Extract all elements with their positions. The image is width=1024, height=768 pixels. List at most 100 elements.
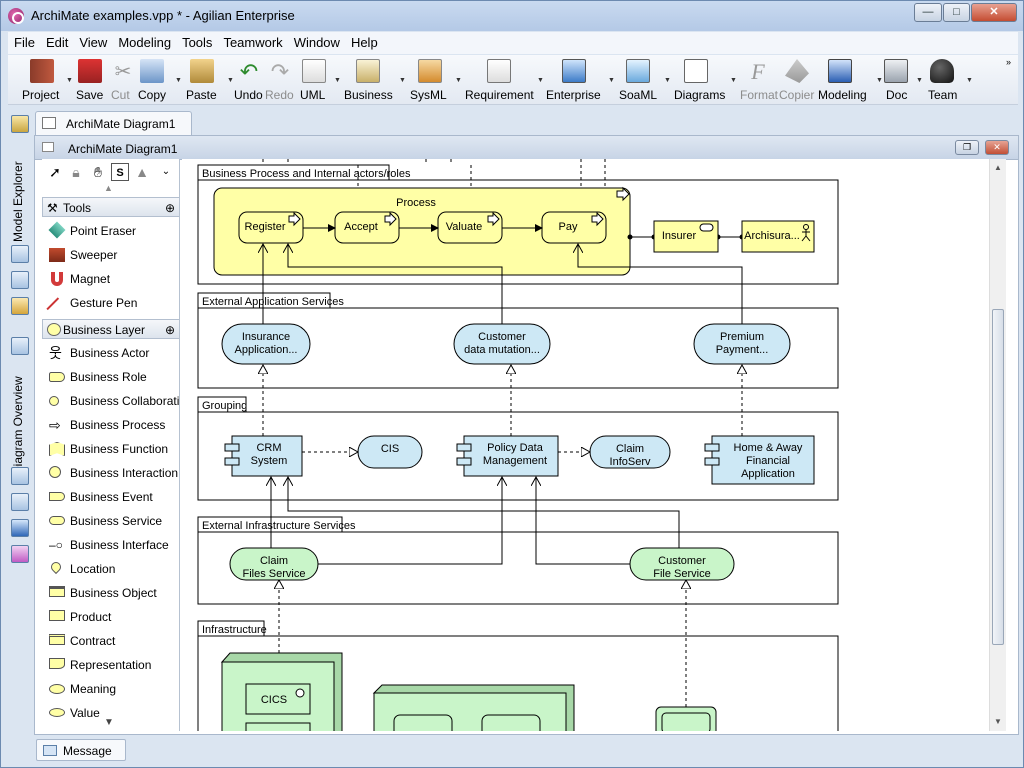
palette-item-magnet[interactable]: Magnet: [42, 267, 179, 291]
palette-item-product[interactable]: Product: [42, 605, 179, 629]
infra-service-claim-files[interactable]: Claim Files Service: [229, 547, 319, 581]
project-dropdown-arrow[interactable]: ▼: [66, 77, 73, 84]
side-icon-4[interactable]: [11, 467, 29, 485]
infra-device[interactable]: [655, 706, 717, 731]
save-button[interactable]: Save: [74, 55, 106, 105]
model-explorer-tab[interactable]: Model Explorer: [11, 161, 25, 243]
requirement-button[interactable]: ▼ Requirement: [465, 55, 545, 105]
menu-file[interactable]: File: [14, 35, 35, 50]
enterprise-button[interactable]: ▼ Enterprise: [546, 55, 615, 105]
palette-section-business-layer[interactable]: Business Layer ⊕: [42, 319, 179, 339]
business-dropdown-arrow[interactable]: ▼: [399, 77, 406, 84]
infra-node-unix-cluster[interactable]: [372, 684, 575, 731]
menu-help[interactable]: Help: [350, 35, 378, 50]
app-service-cis[interactable]: CIS: [357, 435, 423, 469]
scrollbar-thumb[interactable]: [992, 309, 1004, 645]
copier-button[interactable]: Copier: [778, 55, 816, 105]
palette-item-business-actor[interactable]: 웃 Business Actor: [42, 341, 179, 365]
process-container[interactable]: Process: [213, 186, 631, 276]
undo-button[interactable]: ↶ Undo: [234, 55, 264, 105]
app-service-premium-payment[interactable]: Premium Payment...: [693, 323, 791, 365]
diagram-overview-icon[interactable]: [11, 337, 29, 355]
uml-button[interactable]: ▼ UML: [298, 55, 341, 105]
menu-edit[interactable]: Edit: [45, 35, 69, 50]
paste-dropdown-arrow[interactable]: ▼: [227, 77, 234, 84]
palette-item-business-interaction[interactable]: Business Interaction: [42, 461, 179, 485]
minimize-button[interactable]: —: [914, 3, 942, 22]
uml-dropdown-arrow[interactable]: ▼: [334, 77, 341, 84]
palette-section-tools[interactable]: ⚒ Tools ⊕: [42, 197, 179, 217]
sysml-button[interactable]: ▼ SysML: [409, 55, 462, 105]
menu-view[interactable]: View: [79, 35, 108, 50]
side-icon-7[interactable]: [11, 545, 29, 563]
palette-item-gesture-pen[interactable]: Gesture Pen: [42, 291, 179, 319]
palette-item-business-interface[interactable]: –○ Business Interface: [42, 533, 179, 557]
tab-archimate-diagram1[interactable]: ArchiMate Diagram1: [35, 111, 192, 135]
maximize-button[interactable]: □: [943, 3, 970, 22]
team-button[interactable]: ▼ Team: [926, 55, 976, 105]
process-register[interactable]: Register: [238, 211, 304, 244]
palette-item-meaning[interactable]: Meaning: [42, 677, 179, 701]
side-icon-1[interactable]: [11, 245, 29, 263]
side-icon-6[interactable]: [11, 519, 29, 537]
paste-button[interactable]: ▼ Paste: [184, 55, 234, 105]
palette-item-business-object[interactable]: Business Object: [42, 581, 179, 605]
message-tab[interactable]: Message: [36, 739, 126, 761]
app-service-claim-infoserv[interactable]: Claim InfoServ: [589, 435, 671, 469]
project-button[interactable]: ▼ Project: [16, 55, 73, 105]
palette-item-business-service[interactable]: Business Service: [42, 509, 179, 533]
pin-icon[interactable]: ⊕: [164, 201, 175, 215]
side-icon-5[interactable]: [11, 493, 29, 511]
team-dropdown-arrow[interactable]: ▼: [966, 77, 973, 84]
redo-button[interactable]: ↷ Redo: [265, 55, 295, 105]
palette-item-business-role[interactable]: Business Role: [42, 365, 179, 389]
palette-item-representation[interactable]: Representation: [42, 653, 179, 677]
doc-button[interactable]: ▼ Doc: [882, 55, 926, 105]
side-icon-3[interactable]: [11, 297, 29, 315]
process-valuate[interactable]: Valuate: [437, 211, 503, 244]
pin-icon[interactable]: ⊕: [164, 323, 175, 337]
model-explorer-icon[interactable]: [11, 115, 29, 133]
sysml-dropdown-arrow[interactable]: ▼: [455, 77, 462, 84]
selector-icon[interactable]: ➚: [49, 164, 61, 180]
diagrams-dropdown-arrow[interactable]: ▼: [730, 77, 737, 84]
business-button[interactable]: ▼ Business: [344, 55, 406, 105]
cut-button[interactable]: ✂ Cut: [111, 55, 133, 105]
format-button[interactable]: F Format: [739, 55, 778, 105]
palette-item-business-collaboration[interactable]: Business Collaboration: [42, 389, 179, 413]
app-component-policy-data-management[interactable]: Policy Data Management: [456, 435, 559, 477]
side-icon-2[interactable]: [11, 271, 29, 289]
palette-item-business-event[interactable]: Business Event: [42, 485, 179, 509]
app-service-customer-data-mutation[interactable]: Customer data mutation...: [453, 323, 551, 365]
app-component-crm-system[interactable]: CRM System: [224, 435, 303, 477]
modeling-button[interactable]: ▼ Modeling: [818, 55, 883, 105]
palette-item-business-process[interactable]: ⇨ Business Process: [42, 413, 179, 437]
diagram-canvas[interactable]: Business Process and Internal actors/rol…: [182, 159, 989, 731]
lock-icon[interactable]: 🔒︎: [72, 164, 80, 180]
diagrams-button[interactable]: ▼ Diagrams: [672, 55, 737, 105]
copy-button[interactable]: ▼ Copy: [138, 55, 182, 105]
business-role-insurer[interactable]: Insurer: [653, 220, 719, 253]
requirement-dropdown-arrow[interactable]: ▼: [537, 77, 544, 84]
app-component-home-away-financial[interactable]: Home & Away Financial Application: [704, 435, 815, 485]
palette-item-business-function[interactable]: Business Function: [42, 437, 179, 461]
scroll-down-arrow-icon[interactable]: ▼: [994, 717, 1002, 726]
palette-item-contract[interactable]: Contract: [42, 629, 179, 653]
modeling-dropdown-arrow[interactable]: ▼: [876, 77, 883, 84]
palette-item-sweeper[interactable]: Sweeper: [42, 243, 179, 267]
doc-dropdown-arrow[interactable]: ▼: [916, 77, 923, 84]
menu-teamwork[interactable]: Teamwork: [223, 35, 283, 50]
palette-scroll-down-icon[interactable]: ▼: [104, 717, 114, 728]
menu-modeling[interactable]: Modeling: [118, 35, 172, 50]
triangle-icon[interactable]: ▲: [135, 164, 149, 180]
soaml-dropdown-arrow[interactable]: ▼: [664, 77, 671, 84]
menu-tools[interactable]: Tools: [182, 35, 213, 50]
scroll-up-arrow-icon[interactable]: ▲: [994, 163, 1002, 172]
business-actor-archisurance[interactable]: Archisura...: [741, 220, 815, 253]
menu-window[interactable]: Window: [293, 35, 340, 50]
infra-node-mainframe[interactable]: CICS: [220, 652, 343, 731]
toolbar-overflow-icon[interactable]: »: [1006, 57, 1012, 67]
palette-collapse-arrow-icon[interactable]: ▲: [104, 183, 113, 193]
soaml-button[interactable]: ▼ SoaML: [618, 55, 671, 105]
palette-expand-icon[interactable]: ⌄: [161, 166, 171, 177]
